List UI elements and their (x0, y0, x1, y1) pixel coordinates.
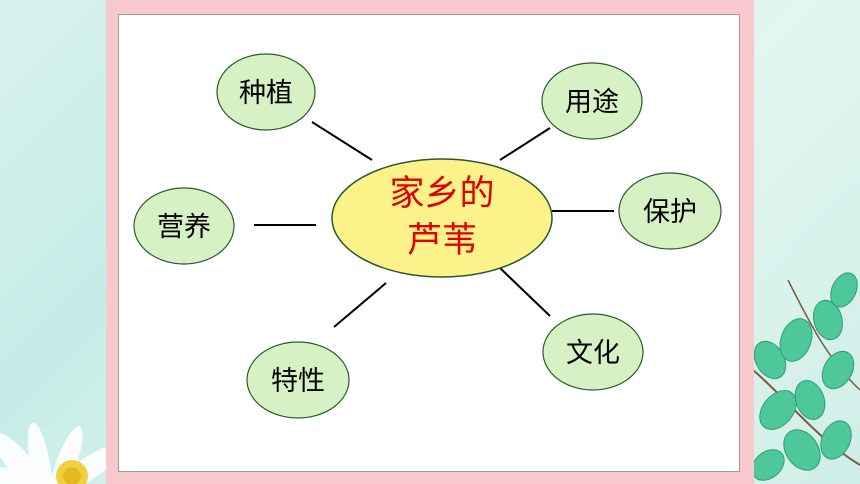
node-nutrition: 营养 (133, 187, 235, 265)
node-planting: 种植 (216, 53, 316, 131)
connector-planting (311, 121, 373, 161)
node-uses: 用途 (541, 62, 643, 140)
daisy-decoration-icon (0, 422, 110, 484)
node-traits-label: 特性 (271, 366, 325, 397)
connector-culture (499, 267, 551, 317)
node-culture: 文化 (542, 313, 644, 391)
node-traits: 特性 (246, 341, 350, 419)
node-protection: 保护 (618, 172, 722, 250)
connector-traits (333, 282, 387, 328)
connectors (254, 121, 614, 328)
node-culture-label: 文化 (566, 338, 620, 369)
node-uses-label: 用途 (565, 87, 619, 118)
center-title-line1: 家乡的 (389, 174, 494, 214)
connector-uses (499, 127, 551, 161)
node-nutrition-label: 营养 (157, 212, 211, 243)
center-title-line2: 芦苇 (407, 221, 477, 261)
leaf-vine-decoration-icon (751, 272, 860, 481)
node-protection-label: 保护 (643, 197, 697, 228)
node-planting-label: 种植 (239, 78, 293, 109)
center-node: 家乡的 芦苇 (331, 158, 553, 278)
